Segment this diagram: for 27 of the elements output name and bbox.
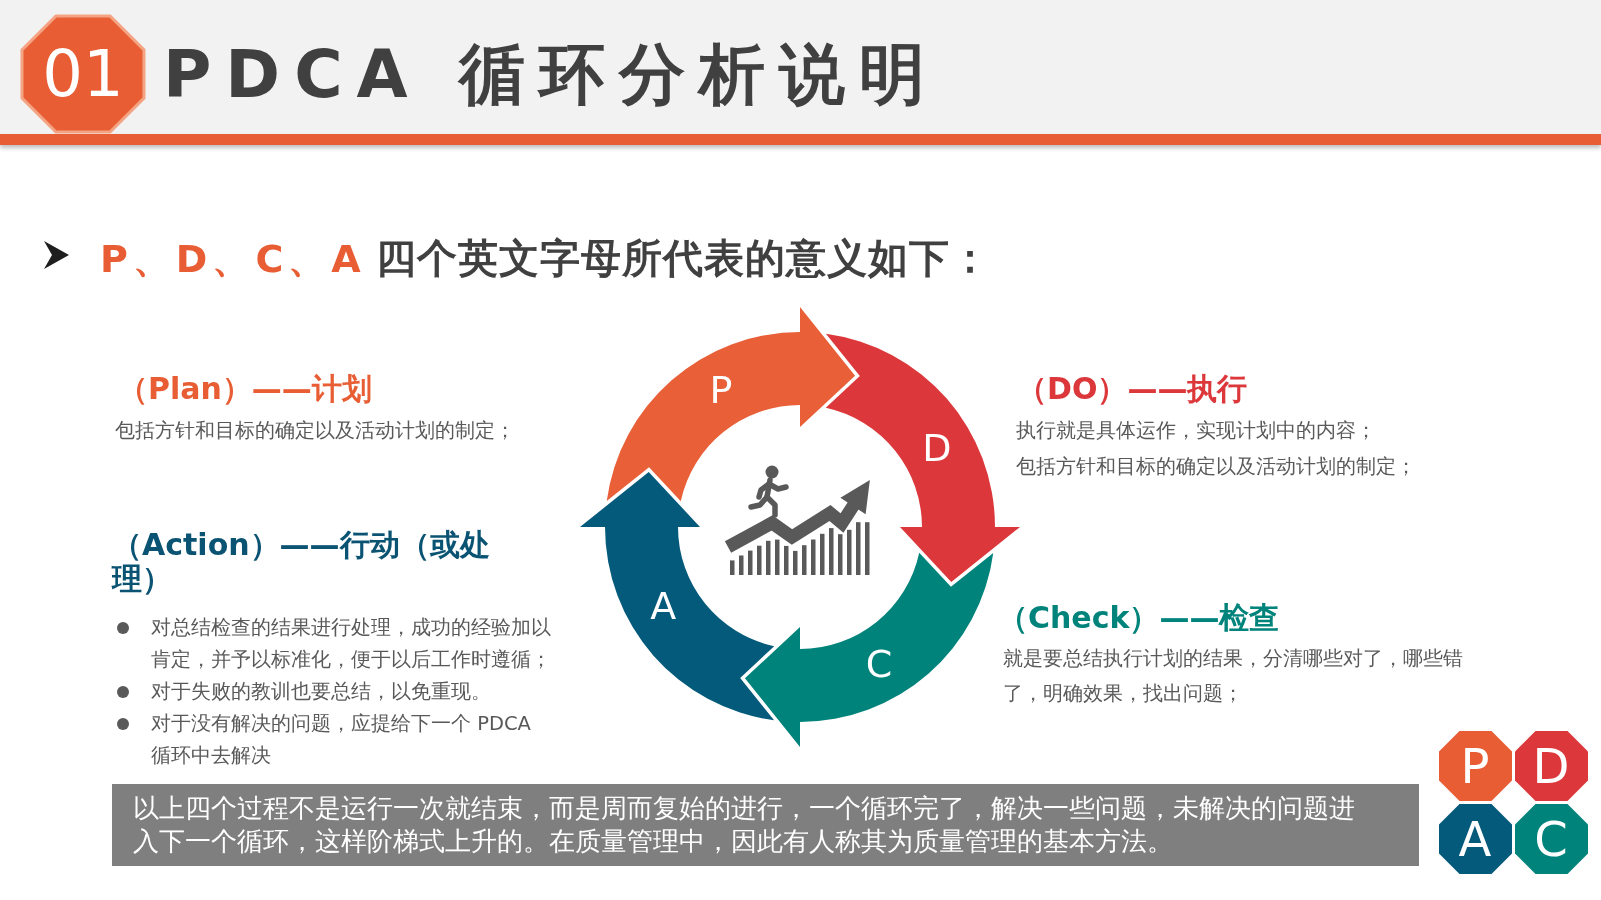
bullet-text: 对于没有解决的问题，应提给下一个 PDCA 循环中去解决	[151, 711, 532, 769]
section-number: 01	[42, 42, 124, 106]
section-heading: （DO）——执行	[1017, 370, 1249, 408]
description-text: 包括方针和目标的确定以及活动计划的制定；	[115, 418, 516, 444]
tile-letter: P	[1460, 742, 1490, 790]
summary-banner: 以上四个过程不是运行一次就结束，而是周而复始的进行，一个循环完了，解决一些问题，未解决的问题进入下一个循环，这样阶梯式上升的。在质量管理中，因此有人称其为质量管理的基本方法。	[112, 784, 1419, 866]
stage-letter: A	[650, 584, 677, 628]
description-text: 执行就是具体运作，实现计划中的内容；	[1016, 418, 1377, 444]
page-title: PDCA 循环分析说明	[163, 35, 939, 115]
description-text: 包括方针和目标的确定以及活动计划的制定；	[1016, 454, 1417, 480]
stage-letter: P	[709, 368, 733, 413]
subheading: 四个英文字母所代表的意义如下：	[375, 234, 991, 283]
section-heading: （Check）——检查	[998, 599, 1281, 637]
description-text: 就是要总结执行计划的结果，分清哪些对了，哪些错了，明确效果，找出问题；	[1003, 646, 1464, 707]
cycle-segment	[744, 552, 994, 747]
bullet-text: 对总结检查的结果进行处理，成功的经验加以肯定，并予以标准化，便于以后工作时遵循；	[151, 615, 551, 673]
stage-letter: D	[922, 426, 952, 470]
cycle-segment	[606, 307, 856, 502]
stage-letters: P、D、C、A	[100, 236, 366, 283]
tile-letter: A	[1458, 815, 1492, 863]
bullet-text: 对于失败的教训也要总结，以免重现。	[151, 679, 492, 705]
stage-letter: C	[865, 641, 893, 686]
section-heading: （Plan）——计划	[118, 370, 373, 408]
tile-letter: C	[1534, 815, 1568, 863]
section-heading: （Action）——行动（或处理）	[112, 528, 491, 596]
cycle-segment	[580, 471, 775, 721]
tile-letter: D	[1532, 742, 1570, 790]
